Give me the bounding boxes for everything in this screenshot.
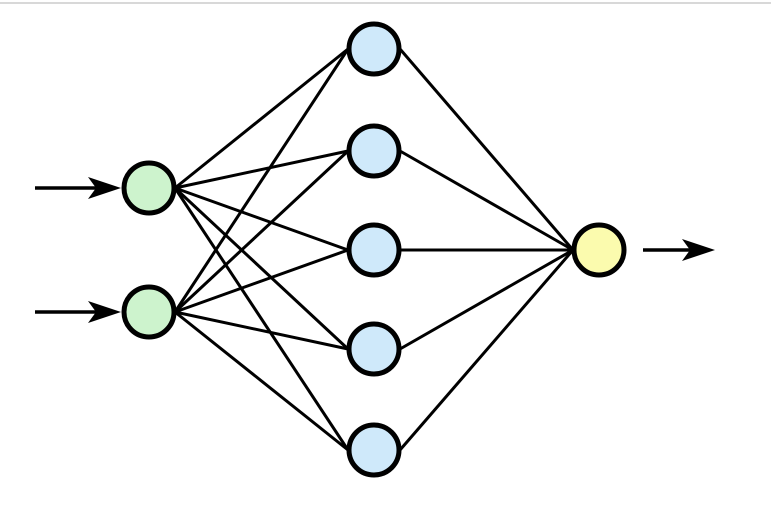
edge-input-hidden [173, 149, 350, 314]
hidden-node-2 [346, 123, 402, 179]
edge-input-hidden [174, 47, 349, 190]
edge-hidden-output [398, 249, 575, 451]
hidden-node-5 [346, 422, 402, 478]
edge-input-hidden [173, 187, 350, 451]
edge-hidden-output [398, 48, 575, 251]
edge-input-hidden [173, 186, 350, 351]
top-border-rule [0, 2, 771, 4]
edge-hidden-output [399, 248, 574, 351]
input-arrow-2 [35, 301, 121, 323]
input-arrow-1 [35, 177, 121, 199]
edge-hidden-output [399, 149, 574, 252]
output-node-1 [571, 222, 627, 278]
input-arrow-2-head [88, 301, 121, 323]
output-arrow [643, 239, 715, 261]
edge-input-hidden [174, 310, 349, 452]
edge-input-hidden [174, 186, 349, 252]
edge-input-hidden [174, 310, 349, 351]
hidden-node-4 [346, 321, 402, 377]
input-arrow-1-head [88, 177, 121, 199]
output-arrow-head [682, 239, 715, 261]
input-node-1 [121, 160, 177, 216]
input-node-2 [121, 284, 177, 340]
edge-input-hidden [173, 48, 350, 313]
hidden-node-1 [346, 21, 402, 77]
edge-input-hidden [174, 248, 349, 314]
hidden-node-3 [346, 222, 402, 278]
edge-input-hidden [174, 149, 349, 190]
